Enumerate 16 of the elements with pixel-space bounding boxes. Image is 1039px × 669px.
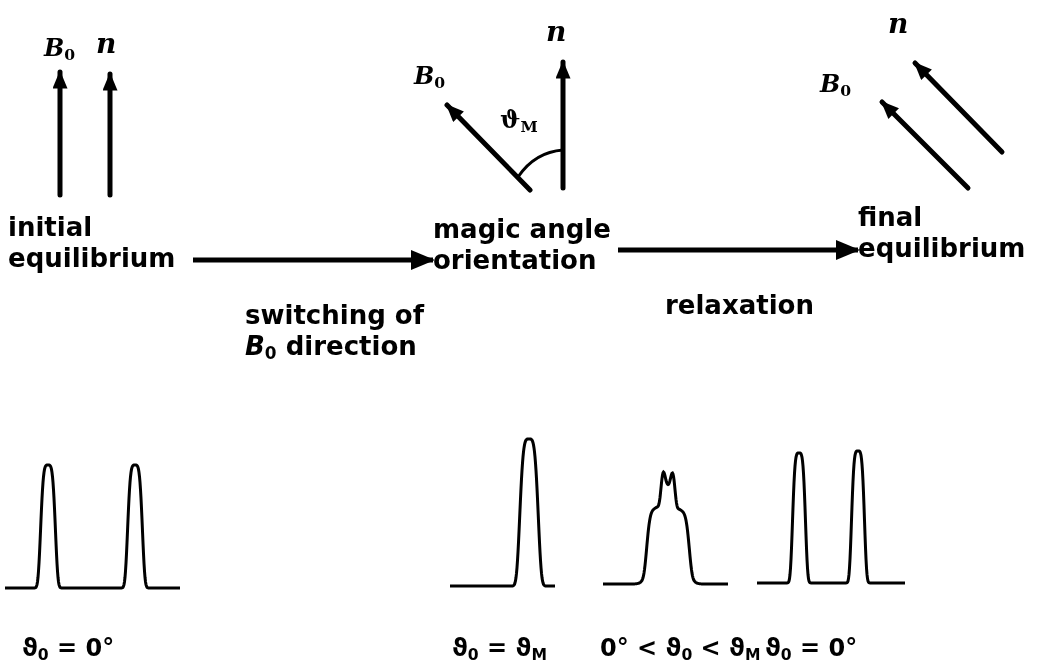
stage-label: initial equilibrium: [8, 212, 177, 274]
vector-label: n: [888, 10, 909, 38]
arrow: [193, 250, 435, 270]
vector-label: n: [546, 18, 567, 46]
stage-label: magic angle orientation: [433, 214, 612, 276]
vector-label: B$_{0}$: [44, 34, 76, 66]
arrow: [618, 240, 860, 260]
vector-label: B$_{0}$: [414, 62, 446, 94]
vector-label: B$_{0}$: [820, 70, 852, 102]
spectrum-caption: ϑ$_{0}$ = ϑ$_{M}$: [452, 634, 547, 666]
vector-label: ϑ$_{M}$: [500, 106, 538, 138]
vector-label: n: [96, 30, 117, 58]
stage-label: final equilibrium: [858, 202, 1027, 264]
spectrum-caption: 0° < ϑ$_{0}$ < ϑ$_{M}$: [600, 634, 761, 666]
spectrum-caption: ϑ$_{0}$ = 0°: [765, 634, 858, 666]
spectrum-caption: ϑ$_{0}$ = 0°: [22, 634, 115, 666]
